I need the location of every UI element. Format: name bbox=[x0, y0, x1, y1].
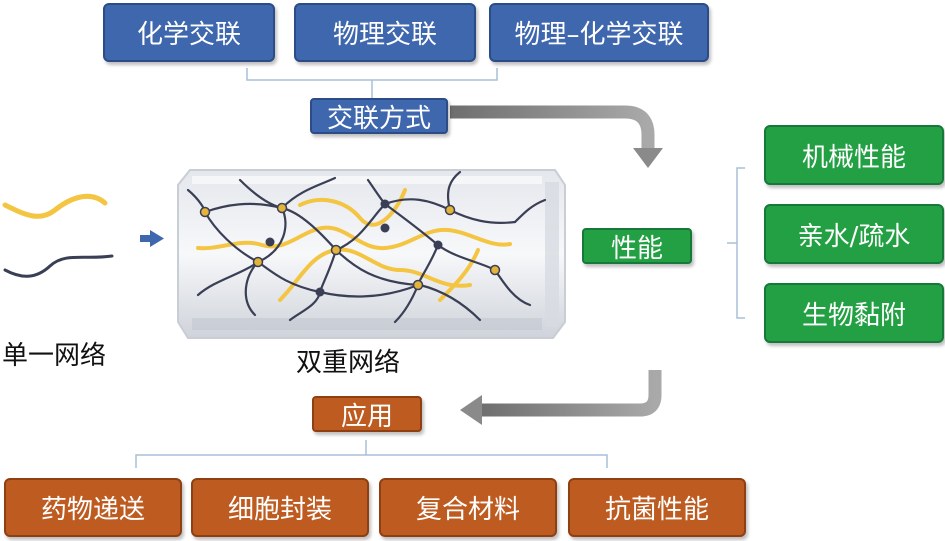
property-bioadhesion: 生物黏附 bbox=[764, 283, 944, 343]
arrow-properties-to-application bbox=[460, 370, 662, 425]
application-bracket bbox=[135, 440, 608, 468]
application-label: 应用 bbox=[312, 396, 422, 432]
double-network-label: 双重网络 bbox=[296, 348, 401, 378]
single-network-label: 单一网络 bbox=[2, 341, 107, 371]
double-network-gel bbox=[177, 169, 566, 339]
application-antibacterial: 抗菌性能 bbox=[568, 478, 746, 537]
application-drug-delivery: 药物递送 bbox=[4, 478, 182, 537]
chemical-crosslink-box: 化学交联 bbox=[103, 3, 275, 62]
physical-crosslink-box: 物理交联 bbox=[294, 3, 476, 62]
property-mechanical: 机械性能 bbox=[764, 125, 944, 185]
crosslink-method-label: 交联方式 bbox=[310, 98, 448, 134]
arrow-crosslink-to-properties bbox=[450, 105, 663, 168]
application-composite: 复合材料 bbox=[379, 478, 557, 537]
single-network-chains bbox=[2, 193, 114, 278]
physical-chemical-crosslink-box: 物理–化学交联 bbox=[489, 3, 709, 62]
properties-label: 性能 bbox=[582, 228, 692, 264]
arrow-single-to-double bbox=[140, 230, 164, 247]
application-cell-encapsulation: 细胞封装 bbox=[191, 478, 369, 537]
property-hydrophilic: 亲水/疏水 bbox=[764, 204, 944, 264]
crosslink-bracket bbox=[246, 68, 498, 98]
properties-bracket bbox=[727, 167, 745, 319]
